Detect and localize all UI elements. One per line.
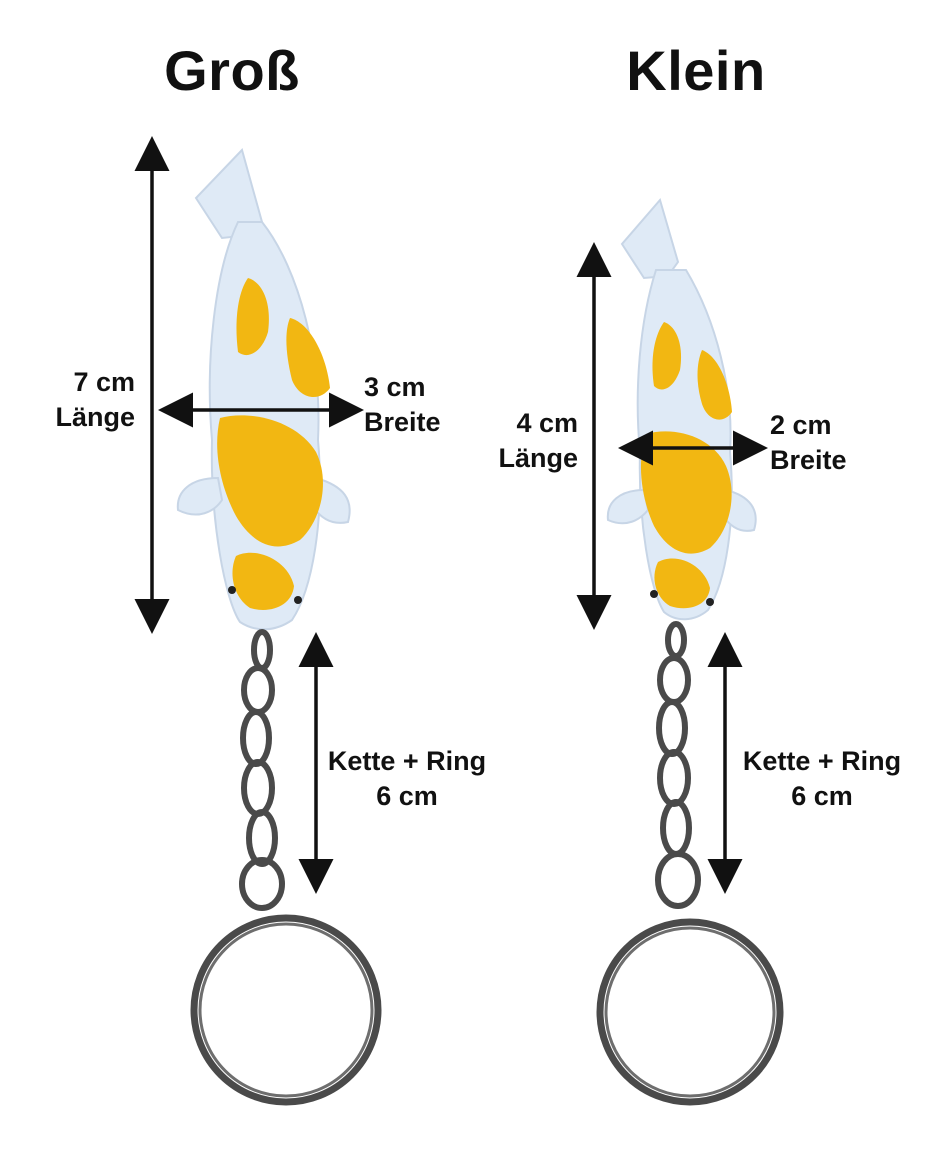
width-word: Breite xyxy=(364,407,441,437)
length-label-small: 4 cm Länge xyxy=(478,406,578,476)
fish-spot xyxy=(236,278,269,356)
fish-spot xyxy=(217,415,323,547)
fish-spot xyxy=(652,322,682,390)
fish-tail xyxy=(620,197,680,280)
koi-keychain-large-illustration xyxy=(134,136,382,1106)
fish-spot xyxy=(697,350,732,420)
title-large: Groß xyxy=(164,39,300,102)
length-value: 7 cm xyxy=(73,367,135,397)
chain-value: 6 cm xyxy=(791,781,853,811)
title-small: Klein xyxy=(626,39,766,102)
width-value: 3 cm xyxy=(364,372,426,402)
key-ring xyxy=(604,926,776,1098)
chain-label-small: Kette + Ring 6 cm xyxy=(736,744,908,814)
width-word: Breite xyxy=(770,445,847,475)
fish-spot xyxy=(286,318,330,398)
fish-eye xyxy=(228,586,236,594)
chain xyxy=(655,621,701,909)
length-word: Länge xyxy=(498,443,578,473)
length-word: Länge xyxy=(55,402,135,432)
chain-label-large: Kette + Ring 6 cm xyxy=(322,744,492,814)
key-ring xyxy=(596,918,784,1106)
fish-spot xyxy=(654,558,710,609)
fish-spot xyxy=(232,552,294,610)
width-label-large: 3 cm Breite xyxy=(364,370,441,440)
key-ring xyxy=(190,914,382,1106)
panel-small: Klein xyxy=(464,0,928,1152)
fish-fin-left xyxy=(176,476,224,516)
chain xyxy=(239,629,285,911)
fish-eye xyxy=(294,596,302,604)
width-value: 2 cm xyxy=(770,410,832,440)
length-value: 4 cm xyxy=(516,408,578,438)
fish-eye xyxy=(706,598,714,606)
koi-keychain-small-illustration xyxy=(576,197,784,1106)
width-label-small: 2 cm Breite xyxy=(770,408,847,478)
chain-value: 6 cm xyxy=(376,781,438,811)
chain-word: Kette + Ring xyxy=(327,746,487,776)
key-ring xyxy=(198,922,374,1098)
chain-word: Kette + Ring xyxy=(742,746,902,776)
fish-eye xyxy=(650,590,658,598)
panel-large: Groß xyxy=(40,39,486,1106)
length-label-large: 7 cm Länge xyxy=(40,365,135,435)
